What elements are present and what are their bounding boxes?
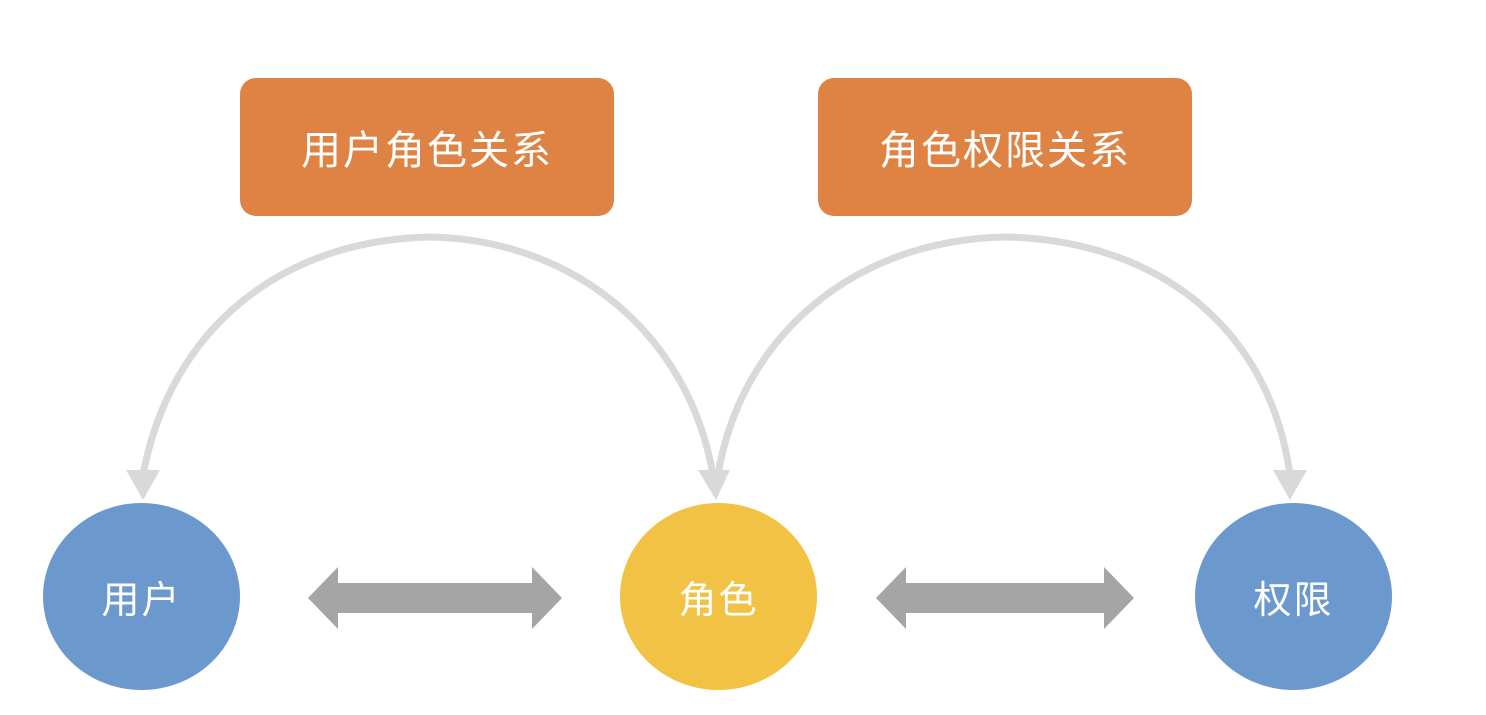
user-node: 用户 [43, 503, 240, 690]
user-arrowhead [126, 470, 160, 500]
permission-arrowhead [1273, 470, 1307, 500]
role-permission-relation-box: 角色权限关系 [818, 78, 1192, 216]
user-role-double-arrow [308, 567, 562, 629]
role-arrowhead-left [698, 470, 730, 500]
permission-node: 权限 [1195, 503, 1392, 690]
user-role-relation-label: 用户角色关系 [301, 128, 553, 174]
role-permission-double-arrow [876, 567, 1134, 629]
role-permission-curve-arrow [714, 233, 1294, 476]
role-node-label: 角色 [678, 578, 759, 622]
user-node-label: 用户 [101, 578, 182, 622]
role-node: 角色 [620, 503, 817, 690]
role-permission-relation-label: 角色权限关系 [879, 128, 1131, 174]
permission-node-label: 权限 [1253, 578, 1334, 622]
user-role-curve-arrow [139, 233, 717, 476]
user-role-relation-box: 用户角色关系 [240, 78, 614, 216]
